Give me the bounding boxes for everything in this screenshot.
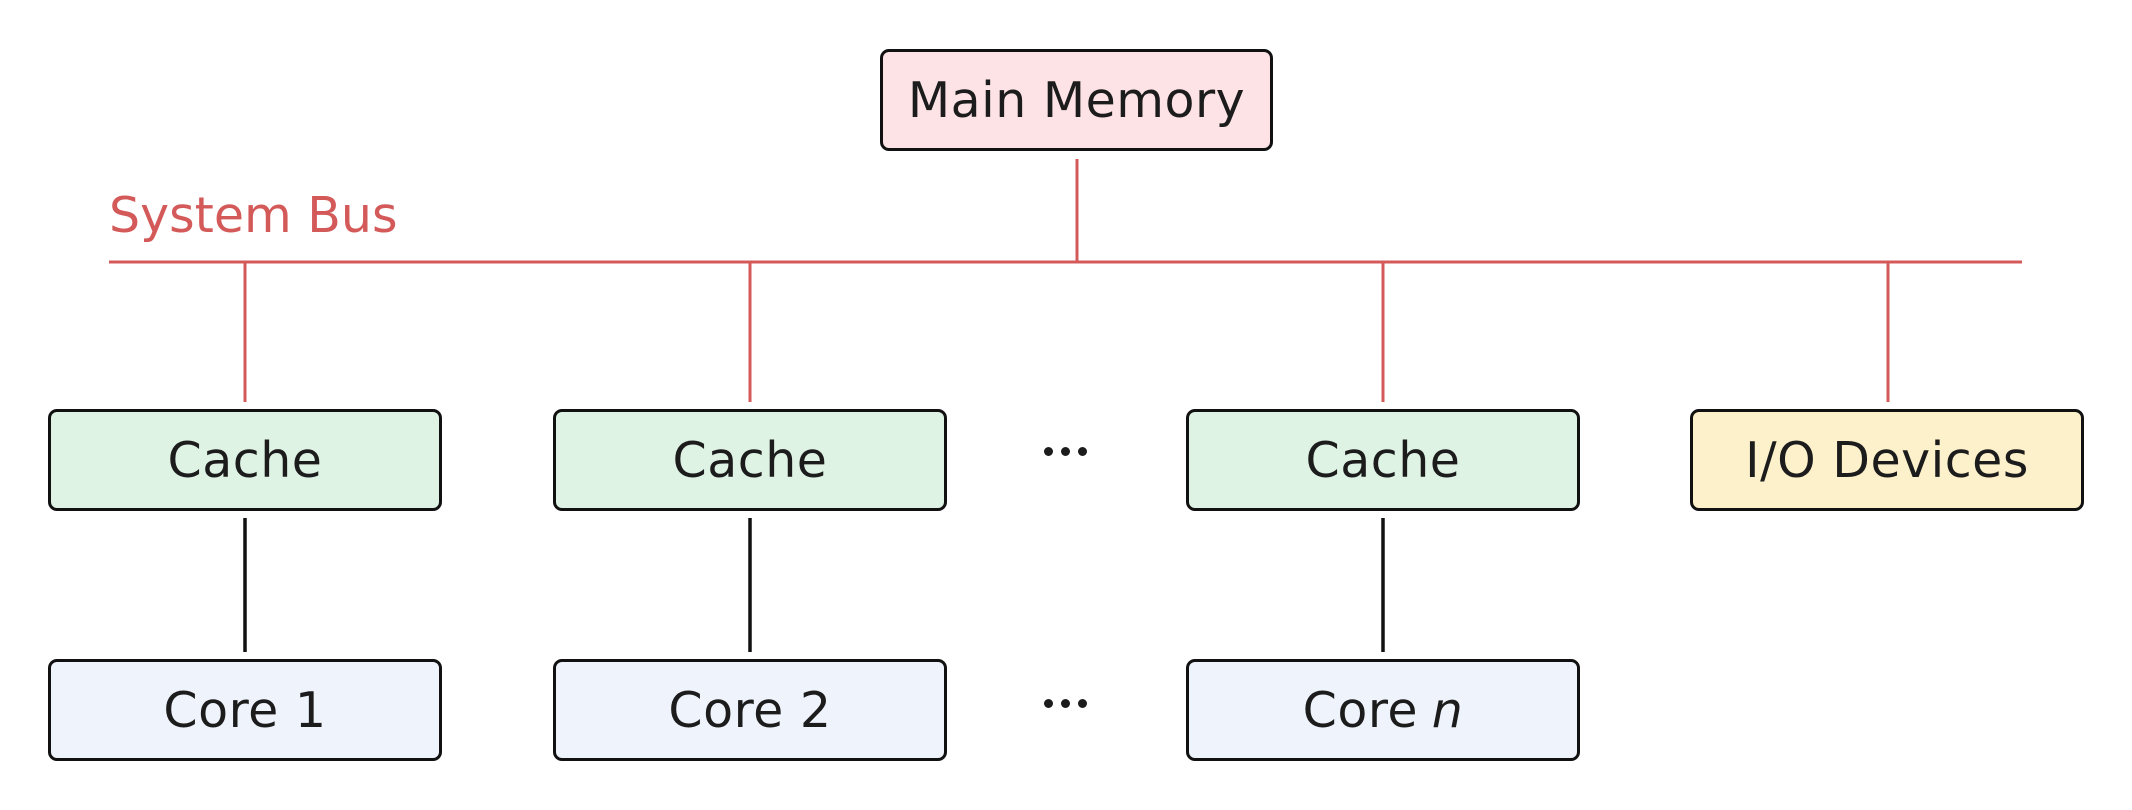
core-ellipsis-icon — [1025, 693, 1105, 713]
cache-label: Cache — [1305, 431, 1461, 489]
cache-label: Cache — [672, 431, 828, 489]
io-devices-box: I/O Devices — [1690, 409, 2084, 511]
main-memory-box: Main Memory — [880, 49, 1273, 151]
cache-label: Cache — [167, 431, 323, 489]
core-label: Core 2 — [668, 681, 832, 739]
cache-ellipsis-icon — [1025, 441, 1105, 461]
system-bus-label: System Bus — [109, 187, 398, 244]
io-devices-label: I/O Devices — [1745, 431, 2029, 489]
cache-box-n: Cache — [1186, 409, 1580, 511]
cache-box-1: Cache — [48, 409, 442, 511]
core-box-2: Core 2 — [553, 659, 947, 761]
core-label: Core — [1302, 681, 1419, 739]
core-count-variable: n — [1431, 681, 1464, 739]
core-label: Core 1 — [163, 681, 327, 739]
cache-box-2: Cache — [553, 409, 947, 511]
core-box-1: Core 1 — [48, 659, 442, 761]
main-memory-label: Main Memory — [907, 71, 1246, 129]
